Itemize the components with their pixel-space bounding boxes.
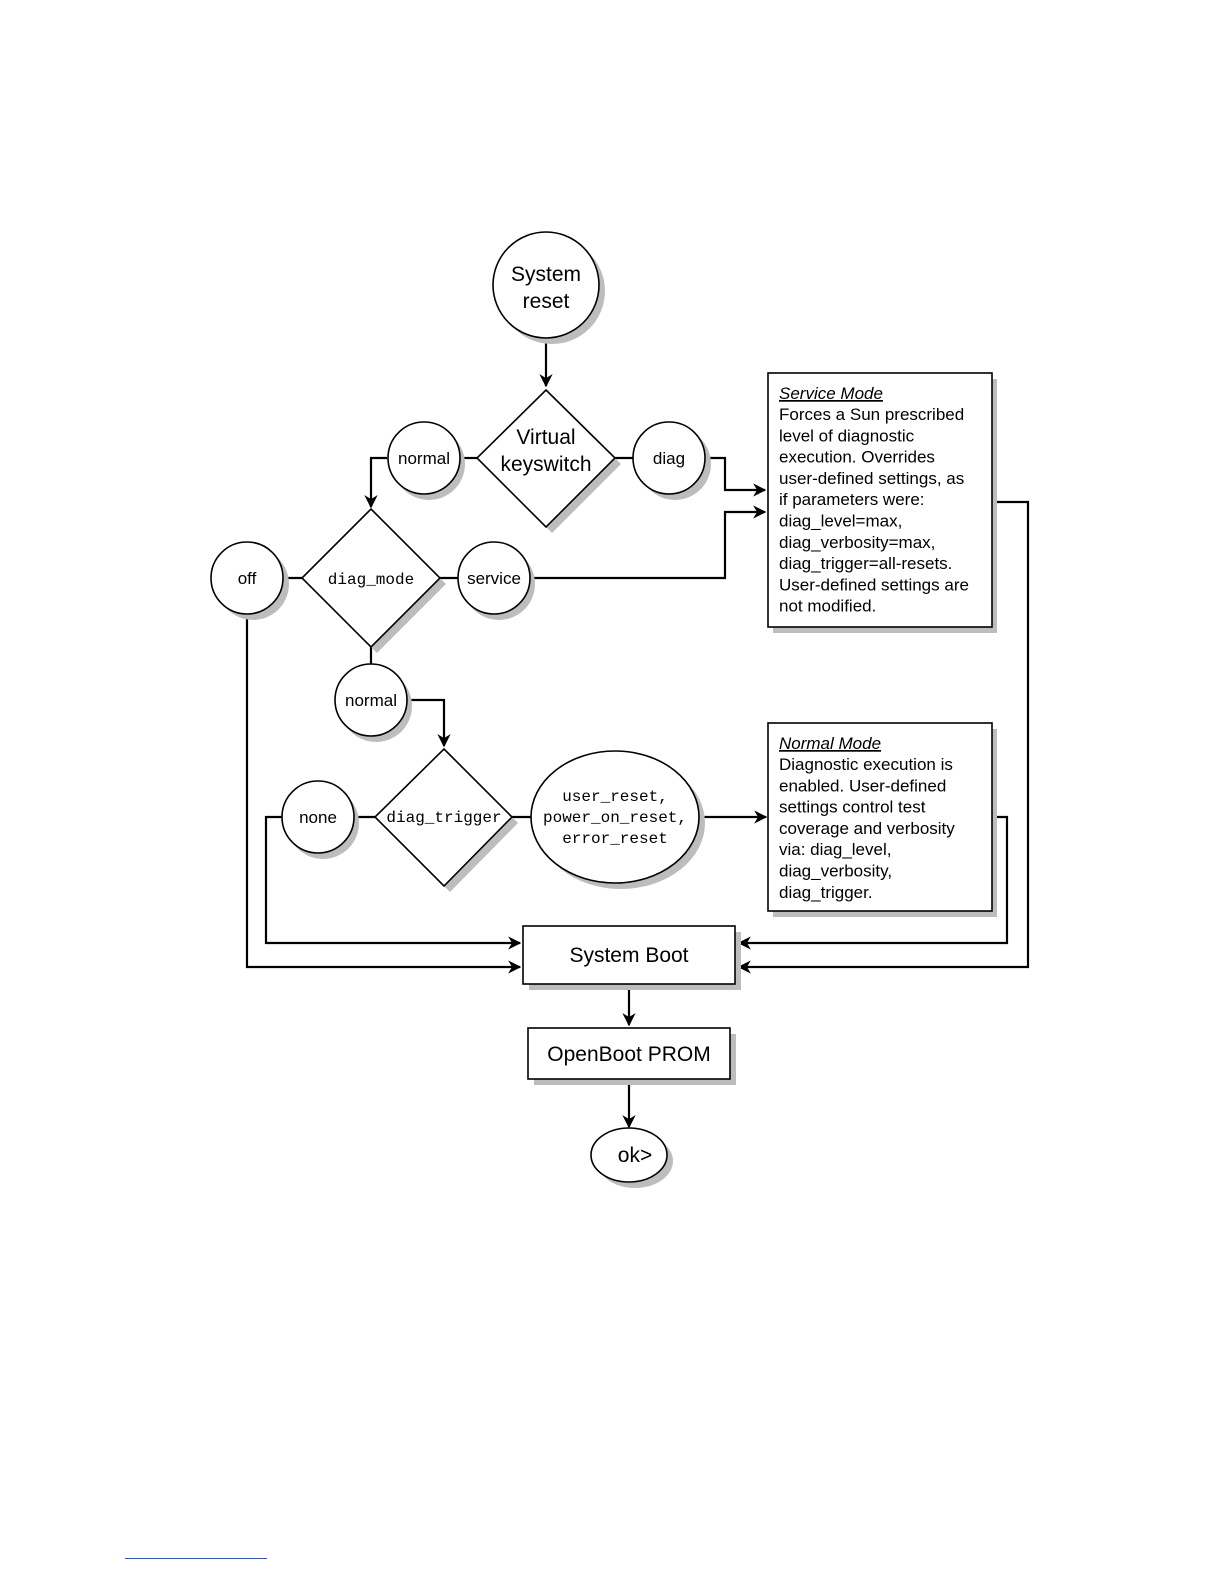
virtual-keyswitch-node: Virtual keyswitch (475, 388, 621, 533)
normal-mode-line: diag_verbosity, (779, 862, 892, 881)
ok-prompt-label: ok> (618, 1144, 652, 1167)
connector-normal-to-diag-mode (364, 456, 387, 509)
diag-mode-node: diag_mode (300, 507, 446, 653)
service-mode-line: Forces a Sun prescribed (779, 405, 964, 424)
diag-mode-off-label: off (238, 569, 257, 588)
system-reset-node: System reset (492, 231, 605, 344)
diag-mode-label: diag_mode (328, 571, 414, 589)
normal-mode-line: via: diag_level, (779, 840, 891, 859)
openboot-prom-label: OpenBoot PROM (547, 1043, 710, 1066)
connector-normal-box-to-boot (737, 815, 1009, 950)
service-mode-line: level of diagnostic (779, 426, 915, 445)
keyswitch-normal-label: normal (398, 449, 450, 468)
footnote-rule (125, 1558, 267, 1559)
virtual-keyswitch-label-line1: Virtual (516, 426, 575, 449)
connector-service-to-service-box (530, 505, 767, 580)
service-mode-line: diag_trigger=all-resets. (779, 554, 952, 573)
diag-mode-normal-label: normal (345, 691, 397, 710)
service-mode-line: not modified. (779, 597, 876, 616)
diag-trigger-node: diag_trigger (373, 747, 518, 892)
diag-mode-service-node: service (457, 541, 535, 620)
connectors (245, 338, 1030, 1129)
trigger-values-node: user_reset, power_on_reset, error_reset (530, 750, 705, 889)
system-boot-label: System Boot (569, 944, 688, 967)
connector-normal-to-diag-trigger (407, 698, 451, 748)
normal-mode-description: Diagnostic execution is enabled. User-def… (779, 755, 955, 902)
system-boot-node: System Boot (522, 925, 741, 990)
diag-trigger-none-node: none (281, 780, 359, 859)
service-mode-line: diag_verbosity=max, (779, 533, 935, 552)
diag-trigger-none-label: none (299, 808, 337, 827)
diag-mode-off-node: off (210, 541, 289, 620)
service-mode-line: if parameters were: (779, 490, 925, 509)
service-mode-line: user-defined settings, as (779, 469, 964, 488)
keyswitch-diag-node: diag (632, 421, 711, 500)
diag-trigger-label: diag_trigger (386, 809, 501, 827)
diag-mode-service-label: service (467, 569, 521, 588)
ok-prompt-node: ok> (590, 1127, 673, 1188)
keyswitch-normal-node: normal (387, 421, 465, 500)
service-mode-line: diag_level=max, (779, 512, 902, 531)
connector-off-to-boot (245, 614, 522, 974)
trigger-value-error-reset: error_reset (562, 830, 668, 848)
service-mode-description: Forces a Sun prescribed level of diagnost… (779, 405, 969, 616)
normal-mode-box: Normal Mode Diagnostic execution is enabl… (767, 722, 997, 917)
openboot-prom-node: OpenBoot PROM (527, 1027, 736, 1085)
system-reset-label-line2: reset (523, 290, 570, 313)
normal-mode-line: settings control test (779, 798, 926, 817)
service-mode-line: User-defined settings are (779, 575, 969, 594)
trigger-value-user-reset: user_reset, (562, 788, 668, 806)
diag-mode-normal-node: normal (334, 663, 412, 742)
service-mode-title: Service Mode (779, 384, 883, 403)
normal-mode-line: coverage and verbosity (779, 819, 955, 838)
service-mode-line: execution. Overrides (779, 448, 935, 467)
trigger-value-power-on-reset: power_on_reset, (543, 809, 687, 827)
connector-none-to-boot (264, 815, 522, 950)
system-reset-label-line1: System (511, 263, 581, 286)
normal-mode-line: diag_trigger. (779, 883, 873, 902)
normal-mode-line: Diagnostic execution is (779, 755, 953, 774)
normal-mode-line: enabled. User-defined (779, 776, 946, 795)
keyswitch-diag-label: diag (653, 449, 685, 468)
connector-diag-to-service-box (706, 456, 767, 497)
service-mode-box: Service Mode Forces a Sun prescribed leve… (767, 372, 997, 633)
connector-service-box-to-boot (737, 500, 1030, 974)
virtual-keyswitch-label-line2: keyswitch (500, 453, 591, 476)
normal-mode-title: Normal Mode (779, 734, 881, 753)
